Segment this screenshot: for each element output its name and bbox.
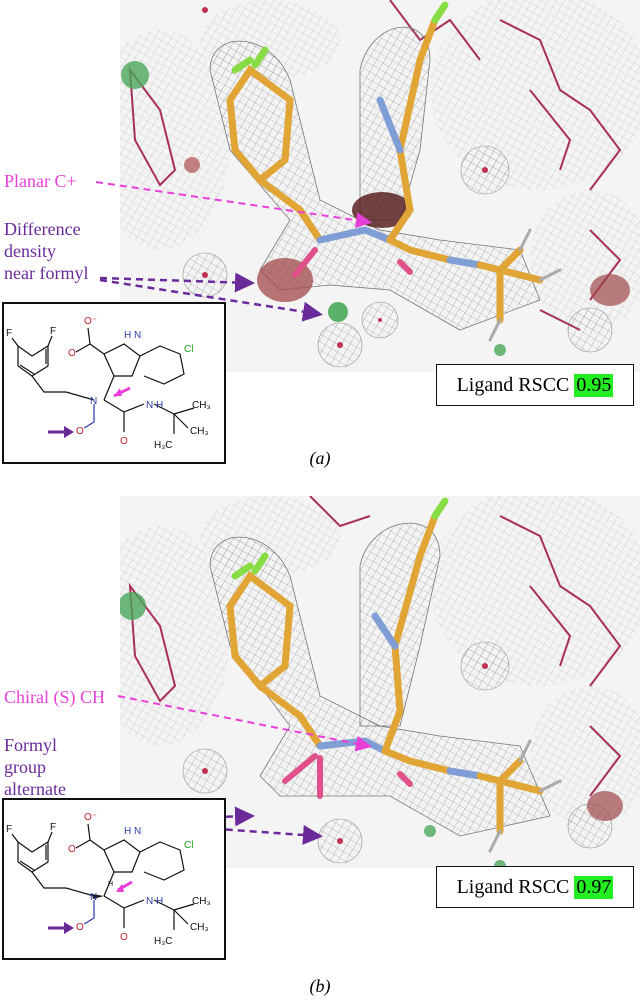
atom-label: Cl [184,344,193,355]
ligand-rscc-box: Ligand RSCC 0.95 [436,364,634,406]
panel-a: Planar C+ Difference density near formyl [0,0,640,468]
chiral-ch-label: Chiral (S) CH [4,687,105,707]
atom-label: F [50,822,56,833]
atom-label: Cl [184,840,193,851]
atom-label: H N [124,330,141,341]
panel-caption: (b) [309,976,331,996]
rscc-label: Ligand RSCC [456,875,570,898]
atom-label: O⁻ [84,316,97,327]
ligand-sticks [226,1,562,342]
atom-label: N H [146,896,163,907]
atom-label: CH₃ [192,896,211,907]
label-line: alternate [4,779,66,799]
label-line: near formyl [4,263,89,283]
label-line: density [4,241,56,261]
label-line: group [4,757,46,777]
atom-label: O [68,844,76,855]
atom-label: F [6,824,12,835]
label-line: Difference [4,219,81,239]
panel-b: Chiral (S) CH Formyl group alternate con… [0,496,640,996]
atom-label: H₃C [154,440,173,451]
chiral-h-label: H [108,881,113,888]
rscc-label: Ligand RSCC [456,373,570,396]
atom-label: N [90,396,97,407]
atom-label: CH₃ [190,426,209,437]
atom-label: CH₃ [192,400,211,411]
panel-caption: (a) [309,448,331,468]
atom-label: O [76,922,84,933]
chemical-structure-b: F F Cl H N O⁻ O N O O N H H₃C CH₃ CH₃ H [2,798,226,960]
structure-diagram: F F Cl H N O⁻ O N O O N H H₃C CH₃ CH₃ H [6,812,211,947]
wedge-bond [92,894,104,899]
atom-label: N [90,892,97,903]
atom-label: CH₃ [190,922,209,933]
difference-density-label: Difference density near formyl [4,218,88,284]
atom-label: F [6,328,12,339]
ligand-sticks [226,497,562,853]
chemical-structure-a: F F Cl H N O⁻ O N O O N H H₃C CH₃ CH₃ [2,302,226,464]
ligand-rscc-box: Ligand RSCC 0.97 [436,866,634,908]
planar-c-label: Planar C+ [4,171,77,191]
atom-label: H₃C [154,936,173,947]
atom-label: H N [124,826,141,837]
atom-label: F [50,326,56,337]
density-map [120,496,640,868]
difference-density [120,592,623,868]
label-line: Formyl [4,735,58,755]
atom-label: O⁻ [84,812,97,823]
atom-label: O [68,348,76,359]
rscc-value: 0.97 [574,875,614,899]
rscc-value: 0.95 [574,373,614,397]
atom-label: O [76,426,84,437]
atom-label: O [120,436,128,447]
protein-sticks [128,496,622,797]
atom-label: N H [146,400,163,411]
atom-label: O [120,932,128,943]
structure-diagram: F F Cl H N O⁻ O N O O N H H₃C CH₃ CH₃ [6,316,211,451]
